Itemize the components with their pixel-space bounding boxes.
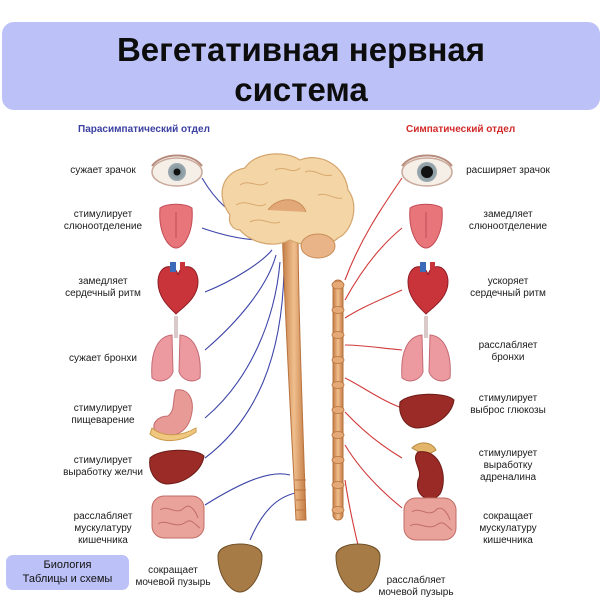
lungs-icon-right	[402, 316, 451, 381]
para-label-bladder: сокращает мочевой пузырь	[128, 565, 218, 589]
parasympathetic-header: Парасимпатический отдел	[78, 124, 210, 135]
sym-label-glucose: стимулирует выброс глюкозы	[458, 393, 558, 417]
spinal-cord	[282, 222, 306, 520]
heart-icon-left	[158, 262, 198, 314]
intestines-icon-right	[404, 498, 456, 540]
bladder-icon-left	[218, 544, 262, 592]
para-label-bile: стимулирует выработку желчи	[58, 455, 148, 479]
sympathetic-trunk	[332, 280, 344, 520]
eye-icon-right	[402, 156, 452, 187]
sympathetic-nerves	[345, 178, 402, 545]
badge-line-2: Таблицы и схемы	[6, 572, 129, 586]
para-label-intestine: расслабляет мускулатуру кишечника	[58, 511, 148, 547]
sym-label-heart: ускоряет сердечный ритм	[458, 276, 558, 300]
sym-label-bronchi: расслабляет бронхи	[458, 340, 558, 364]
para-label-digestion: стимулирует пищеварение	[58, 403, 148, 427]
liver-icon-right	[400, 394, 454, 428]
para-label-bronchi: сужает бронхи	[58, 353, 148, 365]
para-label-pupil: сужает зрачок	[58, 165, 148, 177]
heart-icon-right	[408, 262, 448, 314]
sym-label-intestine: сокращает мускулатуру кишечника	[458, 511, 558, 547]
stomach-icon-left	[150, 390, 196, 441]
intestines-icon-left	[152, 496, 204, 538]
source-badge: Биология Таблицы и схемы	[6, 555, 129, 590]
tongue-icon-left	[160, 204, 193, 248]
sym-label-bladder: расслабляет мочевой пузырь	[366, 575, 466, 599]
para-label-saliva: стимулирует слюноотделение	[58, 209, 148, 233]
sympathetic-header: Симпатический отдел	[406, 124, 515, 135]
liver-icon-left	[150, 450, 204, 484]
badge-line-1: Биология	[6, 558, 129, 572]
kidney-adrenal-icon-right	[412, 443, 443, 499]
eye-icon-left	[152, 156, 202, 187]
sym-label-pupil: расширяет зрачок	[458, 165, 558, 177]
para-label-heart: замедляет сердечный ритм	[58, 276, 148, 300]
tongue-icon-right	[410, 204, 443, 248]
lungs-icon-left	[152, 316, 201, 381]
sym-label-adrenaline: стимулирует выработку адреналина	[458, 448, 558, 484]
sym-label-saliva: замедляет слюноотделение	[458, 209, 558, 233]
